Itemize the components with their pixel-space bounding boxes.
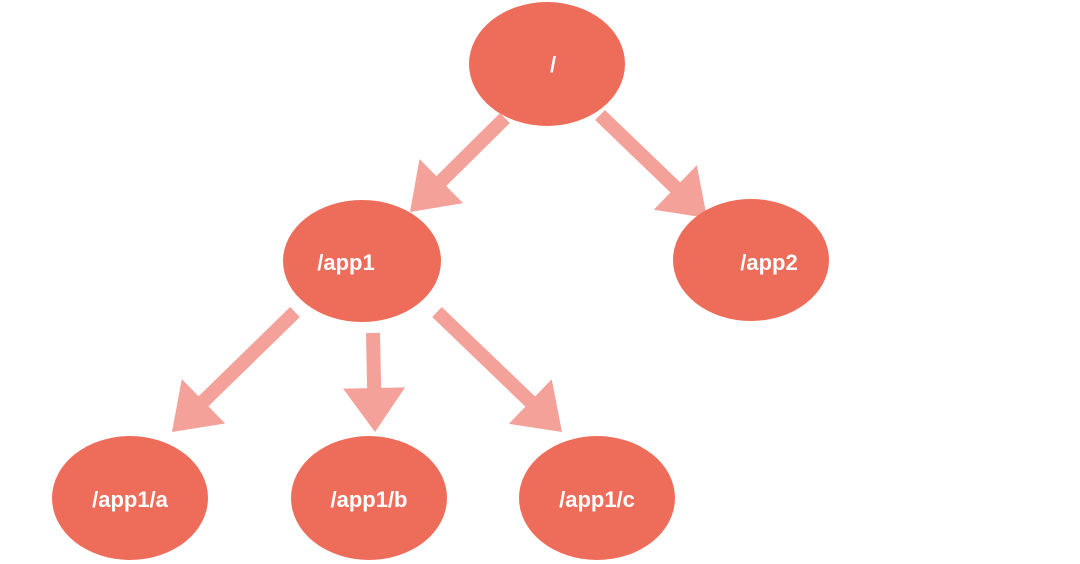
node-app1-a: /app1/a: [52, 436, 208, 560]
node-app1-c-label: /app1/c: [559, 487, 635, 512]
node-app2-shape: [673, 199, 829, 321]
node-app1-b-label: /app1/b: [330, 487, 407, 512]
edges: [172, 110, 707, 432]
arrow-app1-to-app1-b: [343, 332, 406, 432]
node-app1-c: /app1/c: [519, 436, 675, 560]
node-app1: /app1: [283, 200, 441, 322]
node-app2: /app2: [673, 199, 829, 321]
node-app1-b-shape: [291, 436, 447, 560]
arrow-app1-to-app1-c: [432, 307, 562, 432]
node-app1-label: /app1: [317, 250, 374, 275]
node-app1-c-shape: [519, 436, 675, 560]
node-app1-b: /app1/b: [291, 436, 447, 560]
node-root-label: /: [550, 52, 556, 77]
node-root-shape: [469, 2, 625, 126]
arrow-root-to-app2: [595, 110, 707, 218]
node-app1-shape: [283, 200, 441, 322]
arrow-root-to-app1: [410, 113, 510, 212]
node-app1-a-label: /app1/a: [92, 487, 169, 512]
node-app2-label: /app2: [740, 250, 797, 275]
node-root: /: [469, 2, 625, 126]
node-app1-a-shape: [52, 436, 208, 560]
arrow-app1-to-app1-a: [172, 307, 300, 432]
